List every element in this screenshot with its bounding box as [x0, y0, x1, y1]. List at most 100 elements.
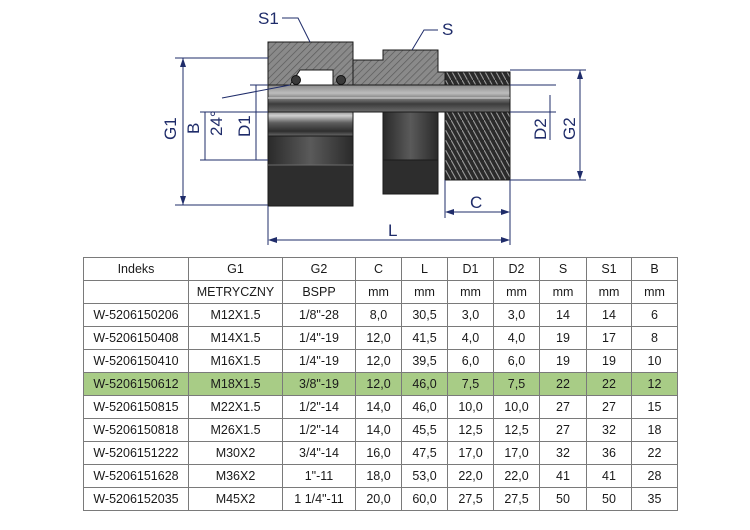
table-cell: 27,5 — [493, 487, 540, 511]
label-l: L — [388, 221, 397, 240]
table-cell: 45,5 — [401, 418, 448, 442]
table-cell: 32 — [539, 441, 587, 465]
table-cell: 27 — [539, 418, 587, 442]
table-cell: 12,0 — [355, 372, 402, 396]
nut-body — [267, 111, 354, 207]
table-cell: 19 — [539, 326, 587, 350]
table-cell: 41,5 — [401, 326, 448, 350]
table-cell: W-5206150818 — [83, 418, 189, 442]
table-cell: M16X1.5 — [188, 349, 283, 373]
table-cell: 6 — [631, 303, 678, 327]
table-cell: G2 — [282, 257, 356, 281]
label-g1: G1 — [161, 117, 180, 140]
table-cell: 27 — [539, 395, 587, 419]
table-cell: 3/8"-19 — [282, 372, 356, 396]
table-cell: 17,0 — [493, 441, 540, 465]
table-cell: W-5206150612 — [83, 372, 189, 396]
table-cell: M12X1.5 — [188, 303, 283, 327]
table-cell: 15 — [631, 395, 678, 419]
table-cell: S — [539, 257, 587, 281]
table-cell: 27 — [586, 395, 632, 419]
table-cell: 18,0 — [355, 464, 402, 488]
table-cell: W-5206151222 — [83, 441, 189, 465]
table-cell: M45X2 — [188, 487, 283, 511]
dimension-lines — [175, 17, 586, 245]
table-cell: 17,0 — [447, 441, 494, 465]
table-cell: Indeks — [83, 257, 189, 281]
table-cell: 22,0 — [493, 464, 540, 488]
table-cell: 22 — [539, 372, 587, 396]
table-cell: 41 — [539, 464, 587, 488]
table-cell: 3,0 — [447, 303, 494, 327]
table-cell: 4,0 — [447, 326, 494, 350]
table-cell: W-5206152035 — [83, 487, 189, 511]
table-cell: 50 — [586, 487, 632, 511]
table-cell: mm — [539, 280, 587, 304]
table-cell: 10,0 — [447, 395, 494, 419]
table-cell: 39,5 — [401, 349, 448, 373]
body-section — [352, 49, 449, 86]
table-cell: 8 — [631, 326, 678, 350]
table-cell: 46,0 — [401, 395, 448, 419]
table-cell: 1 1/4"-11 — [282, 487, 356, 511]
label-g2: G2 — [560, 117, 579, 140]
table-cell: 19 — [586, 349, 632, 373]
table-cell: 30,5 — [401, 303, 448, 327]
table-cell: mm — [493, 280, 540, 304]
table-cell: 14 — [539, 303, 587, 327]
table-cell: B — [631, 257, 678, 281]
table-cell: 3,0 — [493, 303, 540, 327]
table-cell: W-5206150206 — [83, 303, 189, 327]
table-cell: 8,0 — [355, 303, 402, 327]
table-cell: 28 — [631, 464, 678, 488]
table-cell: S1 — [586, 257, 632, 281]
table-cell: 22 — [631, 441, 678, 465]
label-d1: D1 — [235, 115, 254, 137]
label-s: S — [442, 20, 453, 39]
table-cell: 14,0 — [355, 418, 402, 442]
label-b: B — [184, 123, 203, 134]
table-cell: M14X1.5 — [188, 326, 283, 350]
table-cell: 1/2"-14 — [282, 395, 356, 419]
table-cell: 27,5 — [447, 487, 494, 511]
table-cell: 14,0 — [355, 395, 402, 419]
table-cell: W-5206151628 — [83, 464, 189, 488]
table-cell: M18X1.5 — [188, 372, 283, 396]
table-cell: 22 — [586, 372, 632, 396]
table-cell: 32 — [586, 418, 632, 442]
table-cell: 19 — [539, 349, 587, 373]
table-cell: 6,0 — [447, 349, 494, 373]
body-hex — [382, 111, 439, 195]
table-cell: 3/4"-14 — [282, 441, 356, 465]
table-cell: W-5206150410 — [83, 349, 189, 373]
table-cell: 46,0 — [401, 372, 448, 396]
table-cell: mm — [631, 280, 678, 304]
table-cell: mm — [355, 280, 402, 304]
table-cell: 7,5 — [447, 372, 494, 396]
table-cell: 35 — [631, 487, 678, 511]
table-cell: L — [401, 257, 448, 281]
label-s1: S1 — [258, 9, 279, 28]
male-thread — [444, 71, 511, 181]
table-cell: 1/4"-19 — [282, 326, 356, 350]
table-cell: D1 — [447, 257, 494, 281]
table-cell: M26X1.5 — [188, 418, 283, 442]
table-cell: 12,0 — [355, 349, 402, 373]
table-cell: 47,5 — [401, 441, 448, 465]
table-cell: 6,0 — [493, 349, 540, 373]
table-cell: M30X2 — [188, 441, 283, 465]
table-cell: 50 — [539, 487, 587, 511]
table-cell: C — [355, 257, 402, 281]
table-cell: 10,0 — [493, 395, 540, 419]
table-cell: 1"-11 — [282, 464, 356, 488]
